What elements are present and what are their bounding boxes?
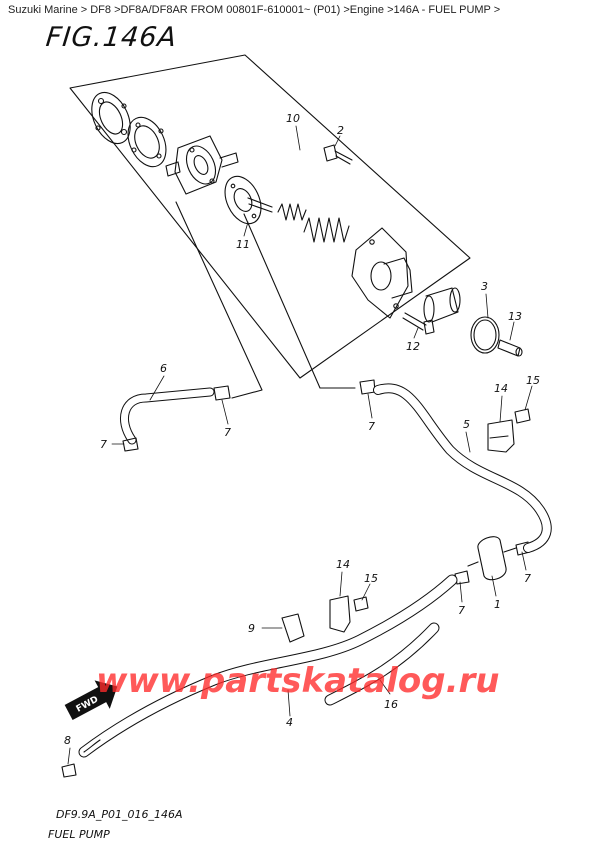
part-label: 7	[524, 572, 531, 585]
clip-9-part	[281, 613, 305, 643]
part-label: 15	[364, 572, 378, 585]
leader-right	[243, 213, 356, 389]
exploded-frame	[69, 54, 471, 379]
drawing-code: DF9.9A_P01_016_146A	[56, 808, 183, 821]
part-label: 16	[384, 698, 398, 711]
pump-cover-part	[91, 91, 131, 145]
part-label: 12	[406, 340, 420, 353]
flange-housing-part	[351, 227, 413, 319]
clamp-bracket-14-lower-part	[329, 595, 351, 633]
screw-15-part	[514, 408, 531, 424]
part-label: 13	[508, 310, 522, 323]
plug-part	[423, 287, 461, 323]
hose-5	[373, 383, 552, 553]
part-label: 11	[236, 238, 250, 251]
screw-15-lower-part	[353, 596, 369, 612]
figure-caption: FUEL PUMP	[48, 828, 110, 841]
small-spring	[277, 203, 307, 221]
part-label: 7	[368, 420, 375, 433]
diaphragm-part	[127, 116, 167, 168]
pump-body-part	[165, 135, 239, 195]
breadcrumb[interactable]: Suzuki Marine > DF8 >DF8A/DF8AR FROM 008…	[8, 4, 501, 16]
part-label: 7	[224, 426, 231, 439]
o-ring-part	[470, 316, 500, 354]
part-label: 5	[463, 418, 470, 431]
bolt-2-part	[323, 144, 353, 165]
part-label: 7	[100, 438, 107, 451]
part-label: 2	[337, 124, 344, 137]
part-label: 9	[248, 622, 255, 635]
pin-part	[497, 339, 523, 357]
diaphragm-rod-part	[224, 175, 273, 225]
bolt-12-part	[402, 312, 435, 335]
part-label: 7	[458, 604, 465, 617]
part-label: 10	[286, 112, 300, 125]
part-label: 4	[286, 716, 293, 729]
part-label: 14	[494, 382, 508, 395]
part-label: 1	[494, 598, 501, 611]
part-label: 6	[160, 362, 167, 375]
large-spring	[303, 217, 350, 243]
part-label: 15	[526, 374, 540, 387]
clamp-bracket-14-part	[487, 419, 515, 453]
fuel-pump-part	[467, 536, 517, 581]
part-label: 3	[481, 280, 488, 293]
part-label: 8	[64, 734, 71, 747]
part-label: 14	[336, 558, 350, 571]
label-leaders	[67, 125, 533, 765]
part-number-labels: 1 2 3 4 5 6 7 7 7 7 7 8 9 10 11 12 13 14…	[64, 112, 540, 747]
leader-left	[175, 201, 263, 399]
watermark-text: www.partskatalog.ru	[96, 661, 500, 701]
